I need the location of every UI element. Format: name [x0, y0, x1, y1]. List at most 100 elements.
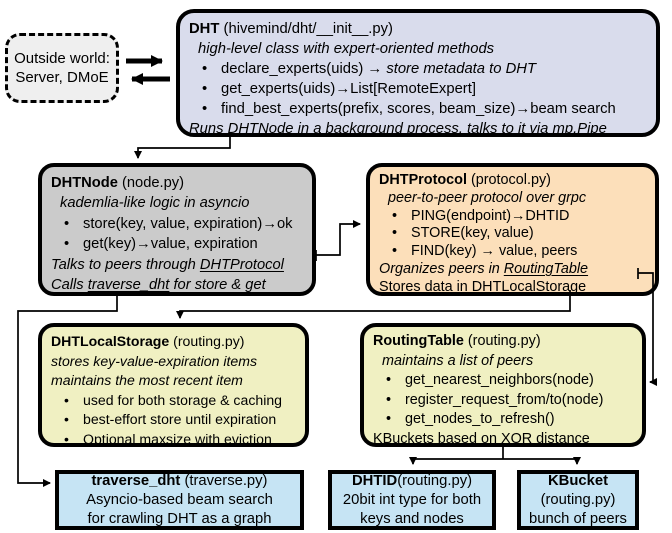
text-run: traverse_dht — [91, 472, 181, 489]
bullet-marker: • — [202, 61, 208, 77]
text-run: declare_experts(uids) → — [221, 61, 387, 77]
bullet-marker: • — [202, 101, 208, 117]
diagram-text-line: DHT (hivemind/dht/__init__.py) — [189, 19, 647, 39]
text-run: keys and nodes — [360, 510, 464, 527]
diagram-text-line: Organizes peers in RoutingTable — [379, 261, 646, 279]
text-run: bunch of peers — [529, 510, 627, 527]
diagram-text-line: • STORE(key, value) — [379, 225, 646, 243]
diagram-text-line: KBuckets based on XOR distance — [373, 430, 633, 447]
text-run: Runs — [189, 121, 228, 137]
text-run: Optional maxsize with eviction — [83, 430, 272, 447]
text-run: (protocol.py) — [466, 172, 551, 188]
text-run: PING(endpoint)→DHTID — [411, 207, 570, 224]
bullet-marker: • — [64, 411, 69, 428]
text-run: register_request_from/to(node) — [405, 391, 604, 408]
text-run: Asyncio-based beam search — [86, 491, 273, 508]
diagram-text-line: Talks to peers through DHTProtocol — [51, 255, 303, 275]
bullet-marker: • — [64, 215, 70, 232]
text-run: Outside world: — [14, 50, 110, 67]
diagram-text-line: 20bit int type for both — [334, 491, 490, 510]
text-run: maintains the most recent item — [51, 372, 243, 389]
diagram-text-line: DHTNode (node.py) — [51, 173, 303, 193]
text-run: KBuckets based on XOR distance — [373, 430, 590, 447]
diagram-text-line: •store(key, value, expiration)→ok — [51, 214, 303, 234]
diagram-text-line: kademlia-like logic in asyncio — [51, 193, 303, 213]
diagram-text-line: DHTID(routing.py) — [334, 472, 490, 491]
diagram-text-line: • PING(endpoint)→DHTID — [379, 208, 646, 226]
diagram-text-line: • get_experts(uids)→List[RemoteExpert] — [189, 79, 647, 99]
diagram-text-line: stores key-value-expiration items — [51, 352, 296, 372]
text-run: DHTProtocol — [199, 256, 284, 273]
dht-node-box: DHTNode (node.py) kademlia-like logic in … — [38, 163, 316, 296]
dht-protocol-box: DHTProtocol (protocol.py)peer-to-peer pr… — [366, 163, 659, 296]
text-run: STORE(key, value) — [411, 225, 534, 242]
text-run: RoutingTable — [373, 333, 464, 349]
diagram-text-line: •Optional maxsize with eviction — [51, 430, 296, 447]
text-run: in a background process, talks to it via… — [297, 121, 607, 137]
diagram-text-line: •declare_experts(uids) → store metadata … — [189, 59, 647, 79]
dhtid-box: DHTID(routing.py)20bit int type for both… — [328, 470, 496, 530]
bullet-marker: • — [386, 411, 392, 428]
connector-dhtnode-to-dhtprotocol — [315, 220, 361, 261]
diagram-text-line: Outside world: — [10, 49, 114, 68]
diagram-text-line: keys and nodes — [334, 510, 490, 527]
outside-world-box: Outside world:Server, DMoE — [5, 33, 119, 103]
text-run: DHTProtocol — [379, 172, 467, 188]
diagram-text-line: KBucket — [523, 472, 633, 491]
diagram-text-line: Calls traverse_dht for store & get — [51, 275, 303, 294]
text-run: (routing.py) — [397, 472, 473, 489]
diagram-text-line: (routing.py) — [523, 491, 633, 510]
text-run: (hivemind/dht/__init__.py) — [219, 21, 393, 37]
text-run: KBucket — [547, 472, 609, 489]
traverse-dht-box: traverse_dht (traverse.py)Asyncio-based … — [55, 470, 304, 530]
text-run: used for both storage & caching — [83, 391, 283, 408]
dht-local-storage-box: DHTLocalStorage (routing.py)stores key-v… — [38, 323, 309, 447]
bullet-marker: • — [386, 372, 392, 389]
text-run: traverse_dht — [87, 277, 170, 294]
text-run: 20bit int type for both — [342, 491, 482, 508]
text-run: best-effort store until expiration — [83, 411, 277, 428]
diagram-text-line: •used for both storage & caching — [51, 391, 296, 411]
diagram-text-line: •get_nearest_neighbors(node) — [373, 371, 633, 391]
diagram-text-line: DHTProtocol (protocol.py) — [379, 172, 646, 190]
text-run: Organizes peers in — [379, 260, 504, 277]
diagram-text-line: peer-to-peer protocol over grpc — [379, 190, 646, 208]
diagram-text-line: DHTLocalStorage (routing.py) — [51, 332, 296, 352]
bullet-marker: • — [392, 225, 398, 242]
diagram-text-line: bunch of peers — [523, 510, 633, 527]
dht-box: DHT (hivemind/dht/__init__.py)high-level… — [176, 9, 660, 137]
bullet-marker: • — [392, 207, 398, 224]
text-run: get_experts(uids)→List[RemoteExpert] — [221, 81, 476, 97]
text-run: Calls — [51, 277, 88, 294]
diagram-text-line: maintains a list of peers — [373, 352, 633, 372]
bullet-marker: • — [202, 81, 208, 97]
kbucket-box: KBucket (routing.py) bunch of peers — [517, 470, 639, 530]
diagram-text-line: Runs DHTNode in a background process, ta… — [189, 119, 647, 137]
connector-dht-to-dhtnode — [134, 137, 231, 159]
text-run: for store & get — [169, 277, 266, 294]
diagram-text-line: • find_best_experts(prefix, scores, beam_… — [189, 99, 647, 119]
text-run: kademlia-like logic in asyncio — [60, 195, 250, 212]
text-run: (routing.py) — [463, 333, 541, 349]
text-run: peer-to-peer protocol over grpc — [388, 189, 587, 206]
text-run: get_nodes_to_refresh() — [405, 411, 555, 428]
text-run: for crawling DHT as a graph — [87, 510, 272, 527]
connector-routingtable-to-dhtid-kbucket — [409, 447, 581, 465]
text-run: (routing.py) — [540, 491, 616, 508]
diagram-text-line: • get_nodes_to_refresh() — [373, 410, 633, 430]
text-run: find_best_experts(prefix, scores, beam_s… — [221, 101, 616, 117]
diagram-text-line: for crawling DHT as a graph — [61, 510, 298, 527]
text-run: DHTID — [351, 472, 398, 489]
diagram-text-line: high-level class with expert-oriented me… — [189, 39, 647, 59]
text-run: maintains a list of peers — [382, 352, 534, 369]
diagram-text-line: traverse_dht (traverse.py) — [61, 472, 298, 491]
text-run: DHTNode — [227, 121, 298, 137]
text-run: Talks to peers through — [51, 256, 200, 273]
bullet-marker: • — [386, 391, 392, 408]
text-run: Stores data in DHT — [379, 278, 502, 295]
diagram-text-line: • register_request_from/to(node) — [373, 391, 633, 411]
diagram-text-line: Stores data in DHTLocalStorage — [379, 278, 646, 295]
text-run: RoutingTable — [503, 260, 589, 277]
text-run: (traverse.py) — [180, 472, 268, 489]
